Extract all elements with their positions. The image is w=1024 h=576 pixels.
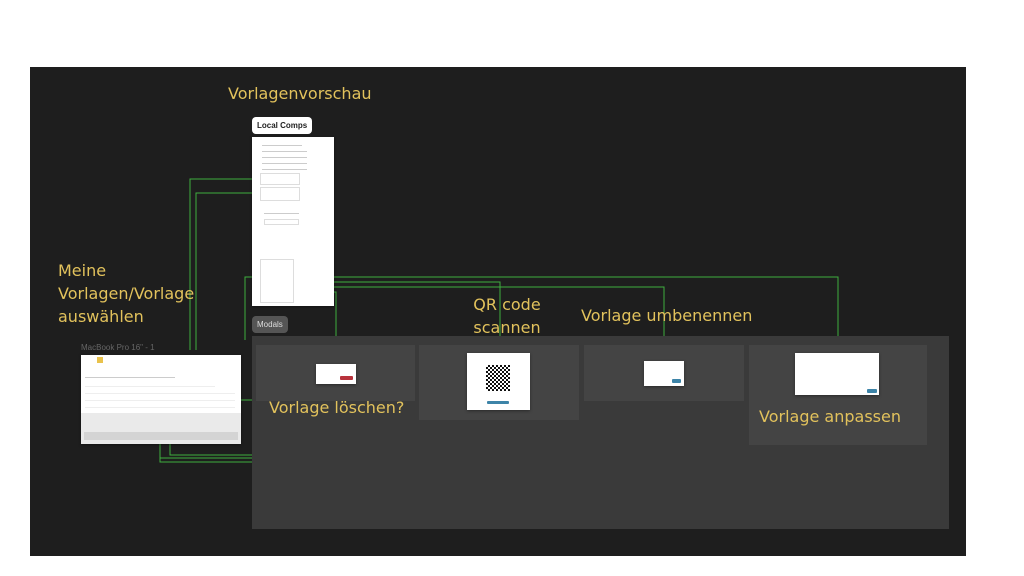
- rename-modal-frame[interactable]: [584, 345, 744, 401]
- label-my-templates: Meine Vorlagen/Vorlage auswählen: [58, 261, 195, 326]
- adjust-save-button[interactable]: [867, 389, 877, 393]
- section-local-comps[interactable]: Local Comps: [252, 117, 313, 134]
- frame-title-macbook: MacBook Pro 16" - 1: [81, 343, 155, 352]
- qr-modal-frame[interactable]: [419, 345, 579, 420]
- label-qr: QR code scannen: [473, 295, 541, 337]
- delete-modal-frame[interactable]: [256, 345, 415, 401]
- label-adjust: Vorlage anpassen: [759, 407, 901, 426]
- template-preview-frame[interactable]: [252, 137, 334, 306]
- delete-button[interactable]: [340, 376, 353, 380]
- qr-button[interactable]: [487, 401, 509, 404]
- rename-save-button[interactable]: [672, 379, 681, 383]
- my-templates-frame[interactable]: [81, 355, 241, 444]
- label-rename: Vorlage umbenennen: [581, 306, 753, 325]
- section-modals[interactable]: Modals: [252, 316, 288, 333]
- label-preview: Vorlagenvorschau: [228, 84, 372, 103]
- qr-code: [486, 365, 510, 391]
- label-delete: Vorlage löschen?: [269, 398, 405, 417]
- adjust-modal-frame[interactable]: [749, 345, 927, 445]
